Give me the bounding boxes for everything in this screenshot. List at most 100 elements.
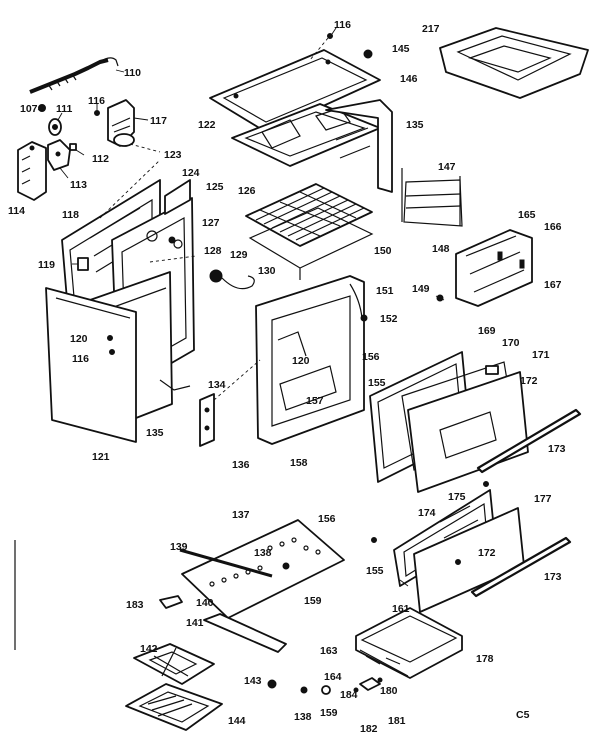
part-116-screw-top-right <box>327 27 337 39</box>
label-183: 183 <box>126 599 144 611</box>
label-144: 144 <box>228 715 246 727</box>
label-138-b: 138 <box>294 711 312 723</box>
label-158: 158 <box>290 457 308 469</box>
label-145: 145 <box>392 43 410 55</box>
label-151: 151 <box>376 285 394 297</box>
label-128: 128 <box>204 245 222 257</box>
part-126-oven-rack <box>245 183 373 247</box>
label-155-a: 155 <box>368 377 386 389</box>
label-143: 143 <box>244 675 262 687</box>
part-110-power-cord <box>29 57 125 94</box>
label-120-a: 120 <box>70 333 88 345</box>
part-150-broil-rack <box>248 207 374 280</box>
part-158-front-frame <box>255 275 365 445</box>
part-173-door-handle <box>476 408 582 474</box>
label-146: 146 <box>400 73 418 85</box>
part-127-screw <box>168 236 176 244</box>
label-124: 124 <box>182 167 200 179</box>
label-114: 114 <box>8 205 25 217</box>
part-138-orifice-bottom <box>300 686 308 694</box>
leader-123-dash <box>99 159 161 219</box>
label-170: 170 <box>502 337 520 349</box>
label-165: 165 <box>518 209 536 221</box>
label-172-a: 172 <box>520 375 538 387</box>
part-173-drawer-handle <box>470 536 572 598</box>
label-181: 181 <box>388 715 406 727</box>
part-143-plug <box>267 679 277 689</box>
part-129-knob <box>209 269 223 283</box>
label-159-b: 159 <box>320 707 338 719</box>
part-116-screw-top <box>94 104 100 116</box>
label-167: 167 <box>544 279 562 291</box>
label-135-a: 135 <box>406 119 424 131</box>
label-156-b: 156 <box>318 513 336 525</box>
part-155-screw <box>371 537 377 543</box>
label-125: 125 <box>206 181 224 193</box>
label-142: 142 <box>140 643 158 655</box>
part-130-sensor <box>221 275 255 290</box>
label-141: 141 <box>186 617 204 629</box>
part-107-screw <box>37 104 46 112</box>
leader-136 <box>213 359 261 401</box>
label-182: 182 <box>360 723 378 735</box>
label-110: 110 <box>124 67 141 79</box>
label-184: 184 <box>340 689 358 701</box>
label-159-a: 159 <box>304 595 322 607</box>
label-173-b: 173 <box>544 571 562 583</box>
label-174: 174 <box>418 507 436 519</box>
label-121: 121 <box>92 451 110 463</box>
label-140: 140 <box>196 597 214 609</box>
label-166: 166 <box>544 221 562 233</box>
label-161: 161 <box>392 603 410 615</box>
label-113: 113 <box>70 179 87 191</box>
part-125-bracket <box>164 179 191 215</box>
label-177: 177 <box>534 493 552 505</box>
part-180-glide-bracket <box>359 677 381 691</box>
label-107: 107 <box>20 103 38 115</box>
label-129: 129 <box>230 249 248 261</box>
part-139-burner-tube <box>179 548 273 578</box>
part-182-screw <box>353 687 359 693</box>
label-116-a: 116 <box>88 95 105 107</box>
part-119-fastener <box>72 257 89 271</box>
part-183-bracket <box>159 595 183 609</box>
label-116-b: 116 <box>334 19 351 31</box>
label-122: 122 <box>198 119 216 131</box>
part-217-griddle <box>439 27 589 99</box>
part-113-bracket <box>47 139 71 179</box>
label-149: 149 <box>412 283 430 295</box>
label-112: 112 <box>92 153 109 165</box>
part-141-baffle <box>203 613 287 653</box>
part-138-orifice <box>282 562 290 570</box>
part-181-screw <box>377 677 383 683</box>
label-157: 157 <box>306 395 324 407</box>
label-175: 175 <box>448 491 466 503</box>
label-127: 127 <box>202 217 220 229</box>
part-175-screw <box>483 481 489 487</box>
label-156-a: 156 <box>362 351 380 363</box>
part-170-handle-clip <box>485 365 499 375</box>
label-120-b: 120 <box>292 355 310 367</box>
label-150: 150 <box>374 245 392 257</box>
part-117-vent-duct <box>107 99 149 147</box>
label-152: 152 <box>380 313 398 325</box>
label-136: 136 <box>232 459 250 471</box>
label-111: 111 <box>56 103 73 115</box>
label-180: 180 <box>380 685 398 697</box>
label-134: 134 <box>208 379 226 391</box>
label-139: 139 <box>170 541 188 553</box>
label-155-b: 155 <box>366 565 384 577</box>
leader-116-top <box>309 37 329 61</box>
label-119: 119 <box>38 259 55 271</box>
part-111-receptacle <box>48 112 63 136</box>
label-217: 217 <box>422 23 440 35</box>
label-169: 169 <box>478 325 496 337</box>
part-147-element <box>401 168 463 227</box>
part-136-hinge <box>199 393 215 447</box>
label-171: 171 <box>532 349 550 361</box>
label-138-a: 138 <box>254 547 272 559</box>
leader-161 <box>399 579 409 587</box>
label-164: 164 <box>324 671 342 683</box>
label-147: 147 <box>438 161 456 173</box>
